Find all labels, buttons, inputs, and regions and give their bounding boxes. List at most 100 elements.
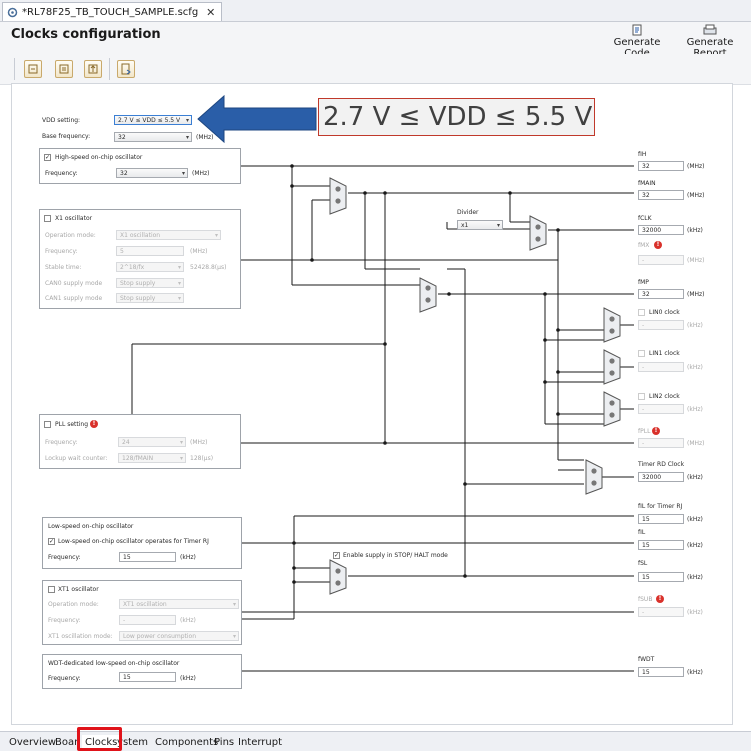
- mux-timer-rd: [585, 459, 603, 495]
- toolbar-export-report-button[interactable]: [117, 60, 135, 78]
- fil-label: fIL: [638, 529, 646, 536]
- lin2-label: LIN2 clock: [649, 393, 680, 400]
- chevron-down-icon: ▾: [179, 455, 183, 462]
- fpll-unit: (MHz): [687, 440, 705, 447]
- fclk-field: 32000: [638, 225, 684, 235]
- toolbar-export-button[interactable]: [55, 60, 73, 78]
- can1-supply-select[interactable]: Stop supply▾: [116, 293, 184, 303]
- can0-supply-label: CAN0 supply mode: [45, 280, 103, 287]
- xt1-oscillator-group: XT1 oscillator Operation mode: XT1 oscil…: [42, 580, 242, 645]
- tab-system[interactable]: System: [117, 737, 148, 748]
- pll-label: PLL setting: [55, 421, 89, 428]
- xt1-osc-mode-value: Low power consumption: [123, 633, 197, 640]
- xt1-frequency-field[interactable]: -: [119, 615, 176, 625]
- editor-tab[interactable]: *RL78F25_TB_TOUCH_SAMPLE.scfg ✕: [2, 2, 223, 21]
- fwdt-unit: (kHz): [687, 669, 703, 676]
- fmain-field: 32: [638, 190, 684, 200]
- pll-checkbox[interactable]: [44, 421, 51, 428]
- chevron-down-icon: ▾: [179, 439, 183, 446]
- fmp-unit: (MHz): [687, 291, 705, 298]
- x1-mode-select[interactable]: X1 oscillation▾: [116, 230, 221, 240]
- generate-report-icon: [703, 24, 717, 35]
- base-frequency-select[interactable]: 32▾: [114, 132, 192, 142]
- fsl-label: fSL: [638, 560, 648, 567]
- fmp-label: fMP: [638, 279, 649, 286]
- tab-interrupt[interactable]: Interrupt: [238, 737, 283, 748]
- x1-stable-select[interactable]: 2^18/fx▾: [116, 262, 184, 272]
- fsub-label: fSUB: [638, 596, 653, 603]
- fsl-field: 15: [638, 572, 684, 582]
- xt1-mode-label: Operation mode:: [48, 601, 99, 608]
- tab-overview[interactable]: Overview: [9, 737, 57, 748]
- lin0-checkbox[interactable]: [638, 309, 645, 316]
- lin1-checkbox[interactable]: [638, 350, 645, 357]
- tab-pins[interactable]: Pins: [214, 737, 235, 748]
- pll-group: PLL setting ! Frequency: 24▾ (MHz) Locku…: [39, 414, 241, 469]
- vdd-setting-label: VDD setting:: [42, 117, 81, 124]
- toolbar-import-button[interactable]: [24, 60, 42, 78]
- lin2-checkbox[interactable]: [638, 393, 645, 400]
- upload-icon: [88, 64, 98, 74]
- xt1-mode-value: XT1 oscillation: [123, 601, 167, 608]
- multiplexers: [329, 177, 621, 595]
- hoco-frequency-value: 32: [120, 170, 128, 177]
- mux-lin2: [603, 391, 621, 427]
- fil-unit: (kHz): [687, 542, 703, 549]
- timer-rd-label: Timer RD Clock: [638, 461, 685, 468]
- wdt-frequency-label: Frequency:: [48, 675, 81, 682]
- x1-checkbox[interactable]: [44, 215, 51, 222]
- wdt-oscillator-group: WDT-dedicated low-speed on-chip oscillat…: [42, 654, 242, 689]
- mux-lin1: [603, 349, 621, 385]
- clock-wires: [131, 164, 634, 672]
- chevron-down-icon: ▾: [232, 633, 236, 640]
- xt1-checkbox[interactable]: [48, 586, 55, 593]
- x1-mode-label: Operation mode:: [45, 232, 96, 239]
- vdd-setting-select[interactable]: 2.7 V ≤ VDD ≤ 5.5 V▾: [114, 115, 192, 125]
- loco-timer-rj-checkbox[interactable]: ✓: [48, 538, 55, 545]
- toolbar-upload-button[interactable]: [84, 60, 102, 78]
- fsl-unit: (kHz): [687, 574, 703, 581]
- wdt-frequency-field[interactable]: 15: [119, 672, 176, 682]
- chevron-down-icon: ▾: [214, 232, 218, 239]
- tab-board[interactable]: Board: [55, 737, 79, 748]
- editor-tab-bar: *RL78F25_TB_TOUCH_SAMPLE.scfg ✕: [0, 0, 751, 22]
- can0-supply-select[interactable]: Stop supply▾: [116, 278, 184, 288]
- fmain-label: fMAIN: [638, 180, 656, 187]
- page-title: Clocks configuration: [11, 27, 161, 42]
- stop-halt-checkbox[interactable]: ✓: [333, 552, 340, 559]
- stop-halt-label: Enable supply in STOP/ HALT mode: [343, 552, 448, 559]
- pll-lockup-unit: 128(μs): [190, 455, 214, 462]
- page-header: Clocks configuration Generate Code Gener…: [0, 22, 751, 59]
- fpll-label: fPLL: [638, 428, 651, 435]
- loco-timer-rj-label: Low-speed on-chip oscillator operates fo…: [58, 538, 209, 545]
- fmain-unit: (MHz): [687, 192, 705, 199]
- lin0-unit: (kHz): [687, 322, 703, 329]
- generate-code-button[interactable]: Generate Code: [605, 22, 669, 59]
- pll-lockup-label: Lockup wait counter:: [45, 455, 108, 462]
- generate-report-button[interactable]: Generate Report: [675, 22, 745, 59]
- close-icon[interactable]: ✕: [206, 5, 216, 19]
- divider-select[interactable]: x1▾: [457, 220, 503, 230]
- lin1-label: LIN1 clock: [649, 350, 680, 357]
- hoco-frequency-unit: (MHz): [192, 170, 210, 177]
- x1-stable-value: 2^18/fx: [120, 264, 145, 271]
- lin0-field: -: [638, 320, 684, 330]
- xt1-osc-mode-select[interactable]: Low power consumption ▾: [119, 631, 239, 641]
- pll-frequency-select[interactable]: 24▾: [118, 437, 186, 447]
- x1-frequency-field[interactable]: 5: [116, 246, 184, 256]
- toolbar-separator: [14, 58, 15, 80]
- lin1-field: -: [638, 362, 684, 372]
- chevron-down-icon: ▾: [232, 601, 236, 608]
- pll-lockup-select[interactable]: 128/fMAIN▾: [118, 453, 186, 463]
- chevron-down-icon: ▾: [181, 170, 185, 177]
- hoco-checkbox[interactable]: ✓: [44, 154, 51, 161]
- x1-oscillator-group: X1 oscillator Operation mode: X1 oscilla…: [39, 209, 241, 309]
- loco-frequency-field[interactable]: 15: [119, 552, 176, 562]
- chevron-down-icon: ▾: [185, 134, 189, 141]
- generate-report-label: Generate Report: [686, 37, 734, 59]
- hoco-frequency-select[interactable]: 32 ▾: [116, 168, 188, 178]
- loco-group: Low-speed on-chip oscillator ✓ Low-speed…: [42, 517, 242, 569]
- tab-components[interactable]: Components: [155, 737, 219, 748]
- xt1-mode-select[interactable]: XT1 oscillation ▾: [119, 599, 239, 609]
- tab-clocks[interactable]: Clocks: [82, 735, 121, 750]
